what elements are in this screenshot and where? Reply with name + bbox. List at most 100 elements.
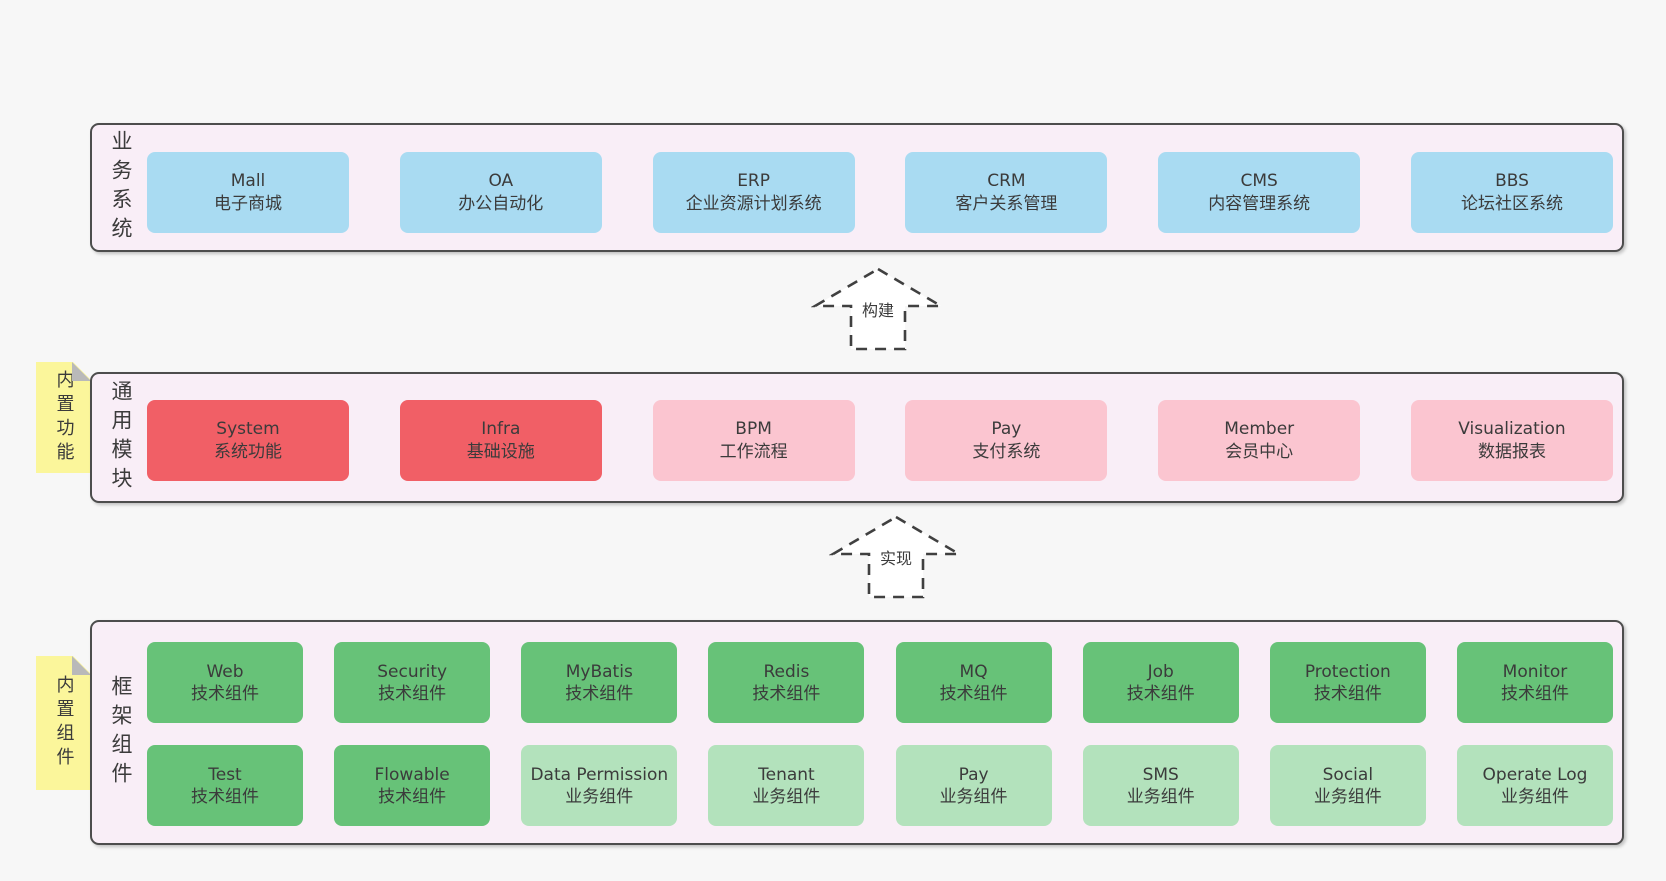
node-subtitle: 技术组件: [191, 786, 259, 807]
node-subtitle: 系统功能: [214, 441, 282, 462]
node-subtitle: 会员中心: [1225, 441, 1294, 462]
node-subtitle: 技术组件: [1313, 683, 1382, 704]
node-title: Job: [1147, 661, 1174, 682]
node-subtitle: 业务组件: [1313, 786, 1382, 807]
node-tenant: Tenant 业务组件: [708, 745, 865, 826]
sticky-note-text: 内置功能: [53, 369, 75, 466]
node-title: Test: [208, 764, 242, 785]
node-subtitle: 业务组件: [752, 786, 821, 807]
node-subtitle: 业务组件: [939, 786, 1008, 807]
node-system: System 系统功能: [147, 400, 349, 481]
node-cms: CMS 内容管理系统: [1158, 152, 1361, 233]
node-member: Member 会员中心: [1158, 400, 1361, 481]
node-title: MQ: [959, 661, 988, 682]
node-subtitle: 技术组件: [378, 786, 447, 807]
node-subtitle: 客户关系管理: [955, 193, 1058, 214]
node-subtitle: 技术组件: [565, 683, 634, 704]
node-operate-log: Operate Log 业务组件: [1456, 745, 1613, 826]
node-subtitle: 办公自动化: [458, 193, 544, 214]
node-mall: Mall 电子商城: [147, 152, 349, 233]
up-arrow-implement: 实现: [829, 514, 963, 600]
node-title: Pay: [991, 418, 1022, 439]
node-subtitle: 基础设施: [466, 441, 535, 462]
band-framework-components-label: 框架组件: [109, 674, 133, 791]
framework-row-1: Web 技术组件 Security 技术组件 MyBatis 技术组件 Redi…: [147, 642, 1613, 723]
common-modules-row: System 系统功能 Infra 基础设施 BPM 工作流程 Pay 支付系统…: [147, 400, 1613, 481]
node-title: Monitor: [1502, 661, 1568, 682]
node-subtitle: 技术组件: [1126, 683, 1195, 704]
node-bbs: BBS 论坛社区系统: [1410, 152, 1613, 233]
node-title: Social: [1322, 764, 1374, 785]
node-subtitle: 论坛社区系统: [1460, 193, 1563, 214]
node-title: Operate Log: [1482, 764, 1588, 785]
folded-corner-icon: [72, 362, 91, 381]
node-title: Tenant: [758, 764, 815, 785]
node-title: Security: [377, 661, 448, 682]
node-title: Member: [1224, 418, 1295, 439]
up-arrow-build: 构建: [811, 266, 945, 352]
node-sms: SMS 业务组件: [1082, 745, 1239, 826]
node-web: Web 技术组件: [147, 642, 303, 723]
node-subtitle: 业务组件: [565, 786, 634, 807]
node-subtitle: 技术组件: [752, 683, 821, 704]
band-common-modules-label: 通用模块: [109, 379, 133, 496]
node-test: Test 技术组件: [147, 745, 303, 826]
node-title: Data Permission: [530, 764, 669, 785]
node-subtitle: 技术组件: [378, 683, 447, 704]
node-title: MyBatis: [565, 661, 633, 682]
node-title: Pay: [958, 764, 989, 785]
node-pay-module: Pay 支付系统: [905, 400, 1108, 481]
band-framework-components: 框架组件 Web 技术组件 Security 技术组件 MyBatis 技术组件…: [90, 620, 1624, 845]
arrow-build-label: 构建: [858, 297, 898, 321]
node-subtitle: 技术组件: [191, 683, 259, 704]
node-data-permission: Data Permission 业务组件: [521, 745, 678, 826]
node-title: Infra: [481, 418, 521, 439]
node-crm: CRM 客户关系管理: [905, 152, 1108, 233]
node-mq: MQ 技术组件: [895, 642, 1052, 723]
node-subtitle: 业务组件: [1500, 786, 1569, 807]
node-job: Job 技术组件: [1082, 642, 1239, 723]
node-infra: Infra 基础设施: [399, 400, 602, 481]
node-subtitle: 工作流程: [719, 441, 788, 462]
node-subtitle: 数据报表: [1477, 441, 1546, 462]
node-bpm: BPM 工作流程: [652, 400, 855, 481]
node-flowable: Flowable 技术组件: [334, 745, 491, 826]
sticky-note-builtin-components: 内置组件: [36, 656, 91, 790]
node-title: BBS: [1495, 170, 1529, 191]
node-monitor: Monitor 技术组件: [1456, 642, 1613, 723]
node-pay-component: Pay 业务组件: [895, 745, 1052, 826]
arrow-implement-label: 实现: [876, 545, 916, 569]
node-title: Visualization: [1458, 418, 1566, 439]
node-subtitle: 企业资源计划系统: [685, 193, 822, 214]
sticky-note-builtin-features: 内置功能: [36, 362, 91, 473]
node-title: System: [216, 418, 280, 439]
node-security: Security 技术组件: [334, 642, 491, 723]
node-redis: Redis 技术组件: [708, 642, 865, 723]
node-subtitle: 内容管理系统: [1208, 193, 1311, 214]
node-subtitle: 支付系统: [972, 441, 1041, 462]
business-systems-row: Mall 电子商城 OA 办公自动化 ERP 企业资源计划系统 CRM 客户关系…: [147, 152, 1613, 233]
node-title: Redis: [763, 661, 810, 682]
node-mybatis: MyBatis 技术组件: [521, 642, 678, 723]
node-visualization: Visualization 数据报表: [1410, 400, 1613, 481]
node-title: CRM: [987, 170, 1026, 191]
node-subtitle: 电子商城: [214, 193, 282, 214]
node-title: Mall: [230, 170, 266, 191]
sticky-note-text: 内置组件: [53, 675, 75, 771]
node-protection: Protection 技术组件: [1269, 642, 1426, 723]
band-business-systems: 业务系统 Mall 电子商城 OA 办公自动化 ERP 企业资源计划系统 CRM…: [90, 123, 1624, 252]
band-business-systems-label: 业务系统: [109, 129, 133, 246]
node-title: ERP: [737, 170, 770, 191]
node-title: BPM: [735, 418, 772, 439]
band-common-modules: 通用模块 System 系统功能 Infra 基础设施 BPM 工作流程 Pay…: [90, 372, 1624, 503]
node-title: Flowable: [374, 764, 450, 785]
node-social: Social 业务组件: [1269, 745, 1426, 826]
node-subtitle: 技术组件: [1500, 683, 1569, 704]
node-title: Protection: [1304, 661, 1391, 682]
node-subtitle: 业务组件: [1126, 786, 1195, 807]
node-title: SMS: [1142, 764, 1179, 785]
node-title: OA: [488, 170, 514, 191]
node-title: Web: [206, 661, 244, 682]
node-subtitle: 技术组件: [939, 683, 1008, 704]
folded-corner-icon: [72, 656, 91, 675]
